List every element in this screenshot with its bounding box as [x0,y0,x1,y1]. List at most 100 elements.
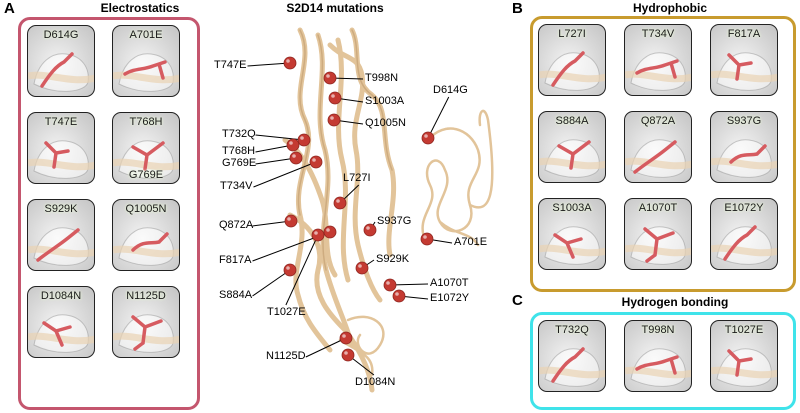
sphere-highlight [336,199,340,203]
side-chain-density-art [625,226,691,265]
panel-b-letter: B [512,0,523,17]
mutation-label: D614G [43,29,79,41]
mutation-label: Q1005N [125,203,167,215]
mutation-sphere [420,232,434,246]
mutation-sphere [311,228,325,242]
panel-a-tile: N1125D [112,286,180,358]
sphere-highlight [330,116,334,120]
panel-a-letter: A [4,0,15,17]
panel-c-title: Hydrogen bonding [621,295,729,309]
mutation-sphere [289,151,303,165]
side-chain-density-art [711,348,777,387]
sphere-highlight [344,351,348,355]
mutation-sphere [383,278,397,292]
mutation-label: T768H [222,145,256,157]
sphere-highlight [424,134,428,138]
side-chain-density-art [28,314,94,353]
mutation-sphere [392,289,406,303]
side-chain-density-art [113,314,179,353]
mutation-sphere [297,133,311,147]
sphere-highlight [312,158,316,162]
mutation-label: S929K [376,253,410,265]
panel-c-frame [530,312,796,410]
mutation-label: T768H [129,116,163,128]
mutation-label: T734V [641,28,675,40]
panel-a-tile: T747E [27,112,95,184]
side-chain-density-art [113,140,179,179]
leader-line [255,134,305,141]
sphere-highlight [342,334,346,338]
panel-b-tile: L727I [538,24,606,96]
panel-a-tile: Q1005N [112,199,180,271]
mutation-label: T998N [641,324,675,336]
panel-a-frame [18,17,200,410]
mutation-label: E1072Y [724,202,764,214]
sphere-highlight [366,226,370,230]
mutation-label: Q872A [219,219,254,231]
mutation-label: S937G [377,215,412,227]
sphere-highlight [326,228,330,232]
mutation-label: T998N [365,72,399,84]
mutation-label: D1084N [40,290,82,302]
mutation-sphere [283,56,297,70]
leader-line [285,234,319,306]
leader-line [427,96,450,139]
panel-b-frame [530,16,796,292]
mutation-label: D1084N [355,376,396,388]
mutation-label: A1070T [430,277,469,289]
mutation-label: A701E [129,29,163,41]
panel-c-tile: T1027E [710,320,778,392]
side-chain-density-art [625,348,691,387]
sphere-highlight [395,292,399,296]
mutation-label: Q872A [640,115,676,127]
mutation-label: A1070T [638,202,678,214]
mutation-sphere [363,223,377,237]
panel-a-tile: A701E [112,25,180,97]
mutation-label: N1125D [126,290,166,302]
mutation-sphere [283,263,297,277]
mutation-label: S937G [726,115,762,127]
panel-b-tile: Q872A [624,111,692,183]
mutation-sphere [327,113,341,127]
mutation-sphere [341,348,355,362]
panel-b-tile: E1072Y [710,198,778,270]
sphere-highlight [287,217,291,221]
panel-c-letter: C [512,292,523,309]
leader-line [252,269,291,297]
panel-c-tile: T998N [624,320,692,392]
panel-a-tile: D614G [27,25,95,97]
mutation-label: T1027E [267,306,306,318]
side-chain-density-art [711,225,777,265]
panel-b-tile: S884A [538,111,606,183]
leader-line [253,161,317,188]
mutation-label: T732Q [555,324,589,336]
panel-a-title: Electrostatics [100,1,180,15]
sphere-highlight [314,231,318,235]
mutation-label: S884A [555,115,589,127]
side-chain-density-art [539,226,605,265]
mutation-label: Q1005N [365,117,406,129]
side-chain-density-art [539,139,605,178]
side-chain-density-art [711,52,777,91]
panel-b-title: Hydrophobic [633,1,707,15]
mutation-sphere [284,214,298,228]
mutation-label: T747E [44,116,78,128]
panel-b-tile: S937G [710,111,778,183]
side-chain-density-art [539,51,605,91]
mutation-label: G769E [222,157,257,169]
mutation-label: T1027E [724,324,764,336]
mutation-sphere [323,71,337,85]
mutation-label: T734V [220,180,253,192]
mutation-sphere [355,261,369,275]
leader-line [252,220,292,227]
mutation-label: S1003A [365,95,405,107]
side-chain-density-art [539,347,605,387]
sphere-highlight [423,235,427,239]
mutation-label: A701E [454,236,488,248]
side-chain-density-art [113,227,179,266]
sphere-highlight [386,281,390,285]
mutation-label: D614G [433,84,468,96]
leader-line [305,337,347,358]
